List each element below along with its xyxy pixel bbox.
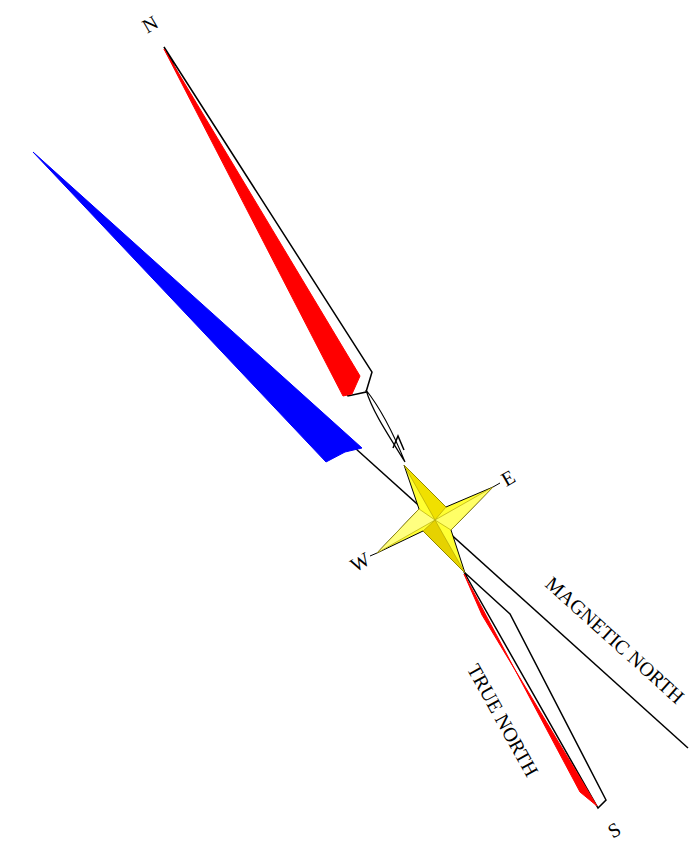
line-label: MAGNETIC NORTH (542, 573, 688, 707)
true-needle-north (164, 49, 360, 396)
true-needle-north-outline (164, 47, 372, 396)
needle-spindle (366, 390, 405, 462)
compass-point-label: W (347, 549, 373, 576)
compass-point-label: N (139, 12, 162, 37)
spindle-arrow (393, 436, 404, 450)
compass-point-label: E (498, 466, 519, 489)
compass-star (370, 465, 500, 573)
compass-point-label: S (604, 819, 624, 842)
magnetic-line (355, 448, 688, 748)
